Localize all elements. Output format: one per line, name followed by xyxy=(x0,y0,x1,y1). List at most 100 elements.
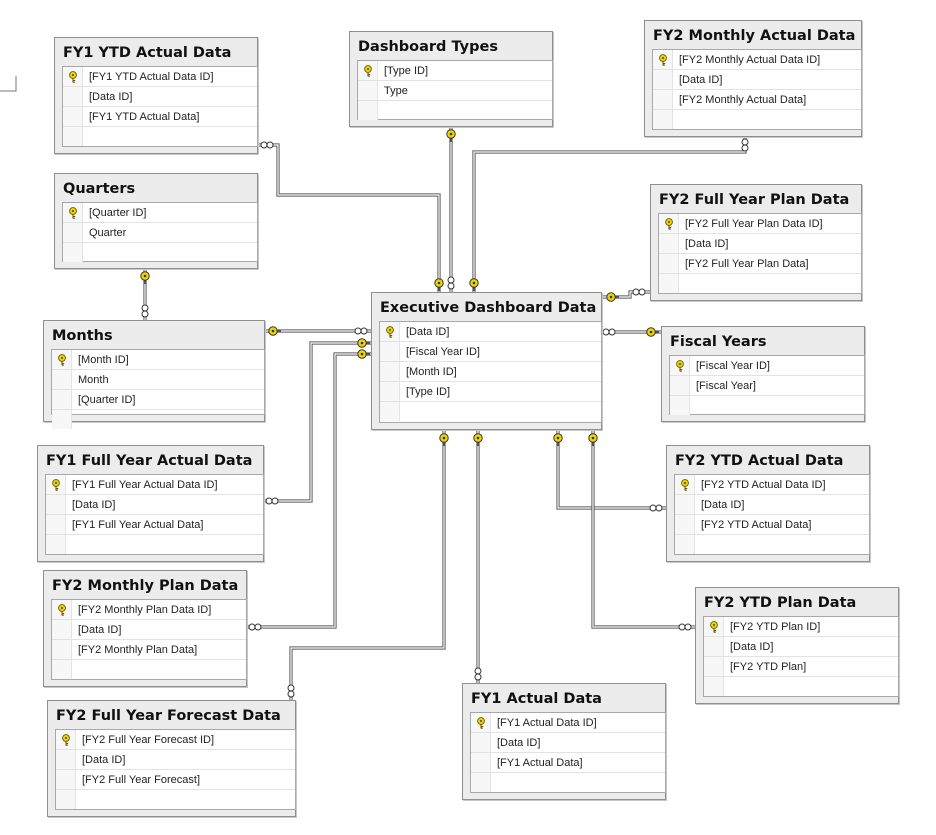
column-row[interactable]: [Type ID] xyxy=(380,382,601,402)
row-selector xyxy=(46,535,66,554)
empty-row[interactable] xyxy=(675,535,869,554)
column-row[interactable]: [FY1 Full Year Actual Data] xyxy=(46,515,263,535)
empty-row[interactable] xyxy=(704,677,898,696)
empty-row[interactable] xyxy=(63,127,257,146)
column-row[interactable]: [FY2 YTD Actual Data ID] xyxy=(675,475,869,495)
relationship-fiscal-years[interactable] xyxy=(600,327,661,337)
empty-row[interactable] xyxy=(358,101,552,120)
column-row[interactable]: [Month ID] xyxy=(52,350,264,370)
table-executive[interactable]: Executive Dashboard Data [Data ID][Fiscal… xyxy=(371,292,602,430)
primary-key-icon xyxy=(653,50,673,69)
column-name: Month xyxy=(78,373,109,386)
table-fiscal-years[interactable]: Fiscal Years [Fiscal Year ID][Fiscal Year… xyxy=(661,326,865,422)
relationship-fy1-full-year-actual[interactable] xyxy=(262,338,371,505)
column-row[interactable]: [FY2 YTD Plan] xyxy=(704,657,898,677)
column-row[interactable]: [Fiscal Year] xyxy=(670,376,864,396)
column-row[interactable]: Month xyxy=(52,370,264,390)
table-fy2-monthly-actual[interactable]: FY2 Monthly Actual Data [FY2 Monthly Actu… xyxy=(644,20,862,137)
table-title[interactable]: Quarters xyxy=(63,181,136,197)
empty-row[interactable] xyxy=(653,110,861,129)
column-row[interactable]: [Quarter ID] xyxy=(52,390,264,410)
relationship-fy1-ytd[interactable] xyxy=(256,141,444,292)
table-fy2-ytd-actual[interactable]: FY2 YTD Actual Data [FY2 YTD Actual Data … xyxy=(666,445,870,562)
table-fy2-full-year-forecast[interactable]: FY2 Full Year Forecast Data [FY2 Full Yea… xyxy=(47,700,296,817)
table-title[interactable]: FY2 Monthly Plan Data xyxy=(52,578,239,594)
table-title[interactable]: FY2 YTD Plan Data xyxy=(704,595,857,611)
column-row[interactable]: [Quarter ID] xyxy=(63,203,257,223)
column-row[interactable]: [Data ID] xyxy=(52,620,246,640)
column-row[interactable]: [Data ID] xyxy=(380,322,601,342)
column-row[interactable]: [Data ID] xyxy=(46,495,263,515)
column-row[interactable]: [FY2 Monthly Actual Data] xyxy=(653,90,861,110)
column-row[interactable]: [Data ID] xyxy=(471,733,665,753)
table-title[interactable]: FY2 Full Year Plan Data xyxy=(659,192,850,208)
column-row[interactable]: Quarter xyxy=(63,223,257,243)
table-title[interactable]: Months xyxy=(52,328,113,344)
table-quarters[interactable]: Quarters [Quarter ID]Quarter xyxy=(54,173,258,269)
empty-row[interactable] xyxy=(670,396,864,415)
column-row[interactable]: [Type ID] xyxy=(358,61,552,81)
column-row[interactable]: [Data ID] xyxy=(56,750,295,770)
table-title[interactable]: Fiscal Years xyxy=(670,334,767,350)
table-title[interactable]: FY2 Monthly Actual Data xyxy=(653,28,856,44)
column-row[interactable]: [FY1 Actual Data ID] xyxy=(471,713,665,733)
table-title[interactable]: FY1 Actual Data xyxy=(471,691,602,707)
column-row[interactable]: Type xyxy=(358,81,552,101)
column-row[interactable]: [FY2 YTD Plan ID] xyxy=(704,617,898,637)
table-fy1-full-year-actual[interactable]: FY1 Full Year Actual Data [FY1 Full Year … xyxy=(37,445,264,562)
relationship-fy2-ytd-plan[interactable] xyxy=(588,428,695,631)
column-row[interactable]: [FY1 YTD Actual Data ID] xyxy=(63,67,257,87)
table-months[interactable]: Months [Month ID] Month [Quarter ID] xyxy=(43,320,265,429)
column-row[interactable]: [Data ID] xyxy=(63,87,257,107)
column-row[interactable]: [FY2 YTD Actual Data] xyxy=(675,515,869,535)
column-row[interactable]: [Data ID] xyxy=(659,234,861,254)
relationship-fy1-actual[interactable] xyxy=(473,428,483,683)
table-fy1-actual[interactable]: FY1 Actual Data [FY1 Actual Data ID][Data… xyxy=(462,683,666,800)
column-row[interactable]: [FY2 Full Year Forecast ID] xyxy=(56,730,295,750)
column-row[interactable]: [Data ID] xyxy=(704,637,898,657)
relationship-dashboard-types[interactable] xyxy=(446,125,456,292)
column-row[interactable]: [Fiscal Year ID] xyxy=(380,342,601,362)
table-title[interactable]: FY2 YTD Actual Data xyxy=(675,453,844,469)
table-title[interactable]: FY1 Full Year Actual Data xyxy=(46,453,253,469)
column-row[interactable]: [FY2 Full Year Plan Data] xyxy=(659,254,861,274)
column-grid: [FY2 Monthly Plan Data ID][Data ID][FY2 … xyxy=(51,599,247,680)
table-fy2-monthly-plan[interactable]: FY2 Monthly Plan Data [FY2 Monthly Plan D… xyxy=(43,570,247,687)
table-fy1-ytd[interactable]: FY1 YTD Actual Data [FY1 YTD Actual Data … xyxy=(54,37,258,154)
column-row[interactable]: [FY1 YTD Actual Data] xyxy=(63,107,257,127)
table-fy2-ytd-plan[interactable]: FY2 YTD Plan Data [FY2 YTD Plan ID][Data … xyxy=(695,587,899,704)
relationship-fy2-monthly-plan[interactable] xyxy=(245,349,371,631)
relationship-fy2-ytd-actual[interactable] xyxy=(553,428,666,512)
column-row[interactable]: [FY2 Monthly Actual Data ID] xyxy=(653,50,861,70)
empty-row[interactable] xyxy=(659,274,861,293)
column-row[interactable]: [FY1 Full Year Actual Data ID] xyxy=(46,475,263,495)
column-row[interactable]: [FY2 Full Year Plan Data ID] xyxy=(659,214,861,234)
empty-row[interactable] xyxy=(380,402,601,421)
empty-row[interactable] xyxy=(52,410,264,429)
empty-row[interactable] xyxy=(52,660,246,679)
table-title[interactable]: FY2 Full Year Forecast Data xyxy=(56,708,281,724)
relationship-fy2-full-year-plan[interactable] xyxy=(600,288,650,302)
table-dashboard-types[interactable]: Dashboard Types [Type ID]Type xyxy=(349,31,553,127)
empty-row[interactable] xyxy=(471,773,665,792)
relationship-months[interactable] xyxy=(263,326,371,336)
column-name: [Data ID] xyxy=(89,90,133,103)
relationship-quarters[interactable] xyxy=(140,267,150,320)
empty-row[interactable] xyxy=(56,790,295,809)
column-row[interactable]: [Fiscal Year ID] xyxy=(670,356,864,376)
relationship-fy2-full-year-forecast[interactable] xyxy=(287,428,449,700)
table-fy2-full-year-plan[interactable]: FY2 Full Year Plan Data [FY2 Full Year Pl… xyxy=(650,184,862,301)
table-title[interactable]: Executive Dashboard Data xyxy=(380,300,597,316)
table-title[interactable]: Dashboard Types xyxy=(358,39,498,55)
column-row[interactable]: [FY2 Full Year Forecast] xyxy=(56,770,295,790)
column-row[interactable]: [Data ID] xyxy=(675,495,869,515)
relationship-fy2-monthly-actual[interactable] xyxy=(469,135,749,292)
column-row[interactable]: [FY1 Actual Data] xyxy=(471,753,665,773)
empty-row[interactable] xyxy=(63,243,257,262)
column-row[interactable]: [FY2 Monthly Plan Data] xyxy=(52,640,246,660)
empty-row[interactable] xyxy=(46,535,263,554)
table-title[interactable]: FY1 YTD Actual Data xyxy=(63,45,232,61)
column-row[interactable]: [FY2 Monthly Plan Data ID] xyxy=(52,600,246,620)
column-row[interactable]: [Data ID] xyxy=(653,70,861,90)
column-row[interactable]: [Month ID] xyxy=(380,362,601,382)
